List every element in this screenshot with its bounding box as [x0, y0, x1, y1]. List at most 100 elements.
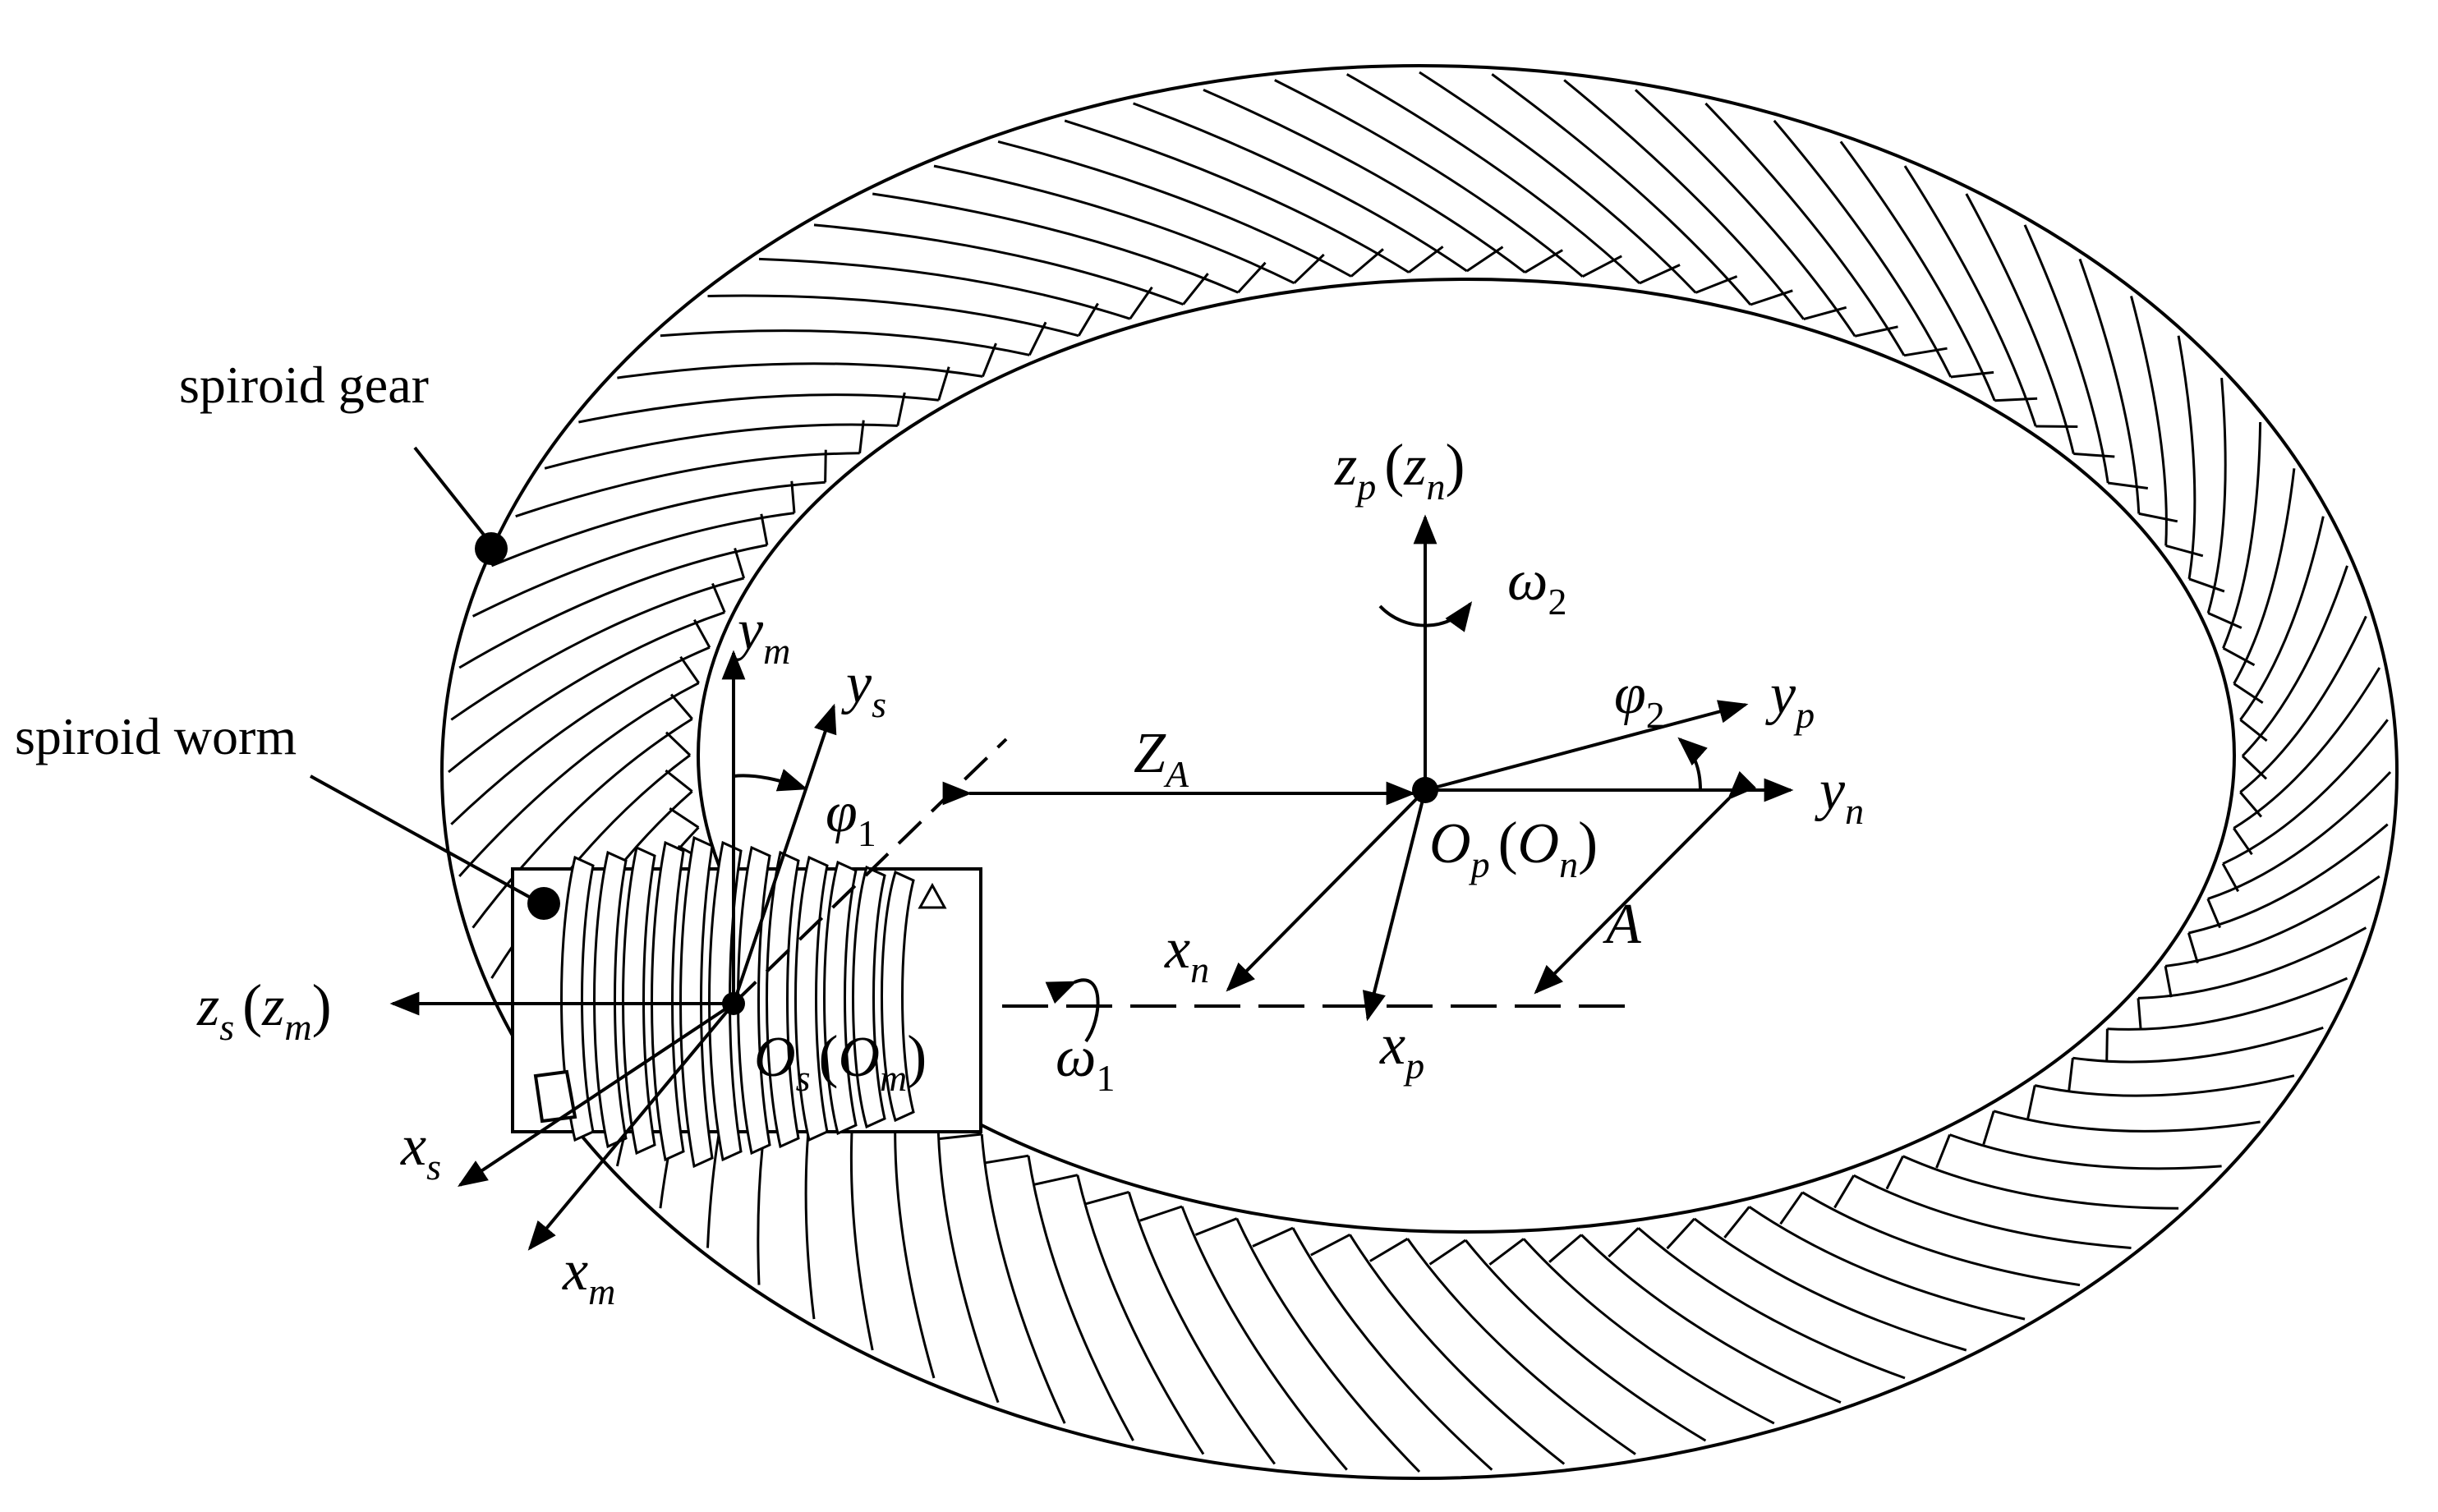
gear-tooth [2107, 977, 2348, 1031]
worm-thread [852, 865, 886, 1129]
xs-axis [458, 1002, 735, 1187]
label-zs-zm: zs(zm) [196, 972, 332, 1048]
gear-tooth-edge [1779, 1191, 1804, 1225]
worm-thread [766, 850, 800, 1149]
gear-tooth [2164, 875, 2380, 967]
gear-tooth [617, 362, 983, 379]
gear-tooth [1902, 1155, 2179, 1210]
gear-tooth-edge [1935, 1134, 1951, 1169]
gear-tooth [1346, 73, 1641, 284]
gear-tooth [458, 682, 700, 877]
gear-tooth [2222, 421, 2262, 649]
gear-tooth-edge [790, 480, 796, 513]
label-xn: xn [1164, 917, 1209, 990]
worm-thread [622, 845, 656, 1156]
gear-tooth [2137, 926, 2367, 1000]
labels: spiroid gear spiroid worm zp(zn) ω2 φ2 y… [15, 356, 1864, 1312]
gear-tooth [872, 192, 1239, 294]
gear-tooth [1064, 119, 1410, 273]
gear-tooth [1993, 1110, 2261, 1133]
gear-tooth [707, 294, 1079, 338]
gear-tooth-edge [1885, 1156, 1905, 1190]
gear-tooth-edge [1608, 1227, 1640, 1258]
gear-inner-bore [697, 278, 2236, 1234]
gear-tooth [2239, 516, 2325, 721]
label-xp: xp [1379, 1013, 1424, 1087]
label-zp-zn: zp(zn) [1334, 432, 1465, 508]
gear-tooth [1349, 1234, 1566, 1465]
label-za: ZA [1134, 722, 1189, 795]
label-yn: yn [1815, 759, 1864, 832]
gear-tooth-edge [1639, 264, 1681, 285]
gear-tooth-edge [2073, 453, 2115, 458]
gear-tooth-edge [2188, 577, 2225, 593]
gear-tooth [2222, 719, 2389, 866]
gear-tooth-edge [2137, 998, 2142, 1031]
phi2-arc [1677, 737, 1708, 791]
gear-tooth [2188, 823, 2389, 935]
gear-tooth [933, 164, 1295, 285]
worm-leader [310, 774, 539, 903]
label-yp: yp [1765, 663, 1815, 736]
gear-tooth [1853, 1174, 2132, 1249]
origin-os-dot [722, 992, 745, 1015]
gear-tooth-edge [2164, 966, 2173, 998]
gear-tooth [1704, 102, 1906, 356]
gear-tooth-edge [679, 655, 700, 684]
gear-tooth-edge [669, 693, 693, 720]
gear-tooth-edge [1950, 370, 1994, 379]
gear-tooth-edge [2233, 682, 2264, 704]
gear-tooth-edge [1903, 347, 1948, 357]
gear-tooth-edge [1994, 397, 2038, 402]
worm-thread-tip [918, 882, 947, 909]
gear-tooth-edge [2105, 1028, 2109, 1062]
gear-tooth [1903, 165, 2037, 427]
gear-tooth-edge [2138, 512, 2178, 523]
gear-tooth [1839, 140, 1996, 402]
gear-tooth-edge [665, 769, 693, 793]
xp-axis [1362, 789, 1427, 1022]
gear-tooth-edge [669, 807, 700, 829]
gear-tooth [1203, 89, 1526, 273]
gear-tooth-edge [2068, 1058, 2074, 1091]
gear-marker-dot [475, 532, 508, 565]
gear-tooth [472, 718, 693, 929]
gear-tooth [515, 452, 860, 518]
gear-tooth [2233, 667, 2381, 830]
gear-tooth-edge [1139, 1205, 1183, 1222]
label-op-on: Op(On) [1429, 810, 1598, 885]
gear-tooth [980, 1133, 1066, 1424]
worm-thread [737, 845, 771, 1156]
gear-tooth-edge [1034, 1174, 1079, 1186]
gear-tooth-edge [938, 1133, 982, 1141]
gear-tooth [490, 480, 826, 568]
yp-axis [1424, 700, 1749, 792]
label-xs: xs [400, 1114, 441, 1188]
gear-tooth-edge [2241, 755, 2268, 780]
gear-tooth-edge [2239, 719, 2268, 742]
gear-tooth-edge [760, 513, 769, 545]
gear-tooth-edge [2221, 862, 2240, 893]
phi1-arc [733, 769, 808, 792]
gear-tooth-edge [2207, 612, 2242, 629]
label-omega1: ω1 [1056, 1026, 1115, 1099]
label-os-om: Os(Om) [754, 1023, 927, 1099]
gear-tooth [458, 544, 768, 669]
gear-tooth-edge [2206, 898, 2221, 929]
gear-tooth [450, 646, 711, 825]
points [475, 532, 1438, 1015]
label-phi2: φ2 [1614, 663, 1665, 736]
worm-thread [560, 855, 595, 1142]
gear-tooth [1180, 1206, 1348, 1471]
a-dimension [1534, 770, 1757, 995]
gear-tooth-edge [985, 1154, 1029, 1165]
label-omega2: ω2 [1507, 549, 1566, 623]
worm-thread [794, 855, 829, 1142]
gear-tooth [2072, 1026, 2324, 1064]
gear-tooth-edge [2187, 932, 2199, 964]
gear-tooth-edge [665, 731, 692, 756]
label-spiroid-gear: spiroid gear [179, 356, 429, 414]
gear-tooth [1274, 79, 1584, 278]
